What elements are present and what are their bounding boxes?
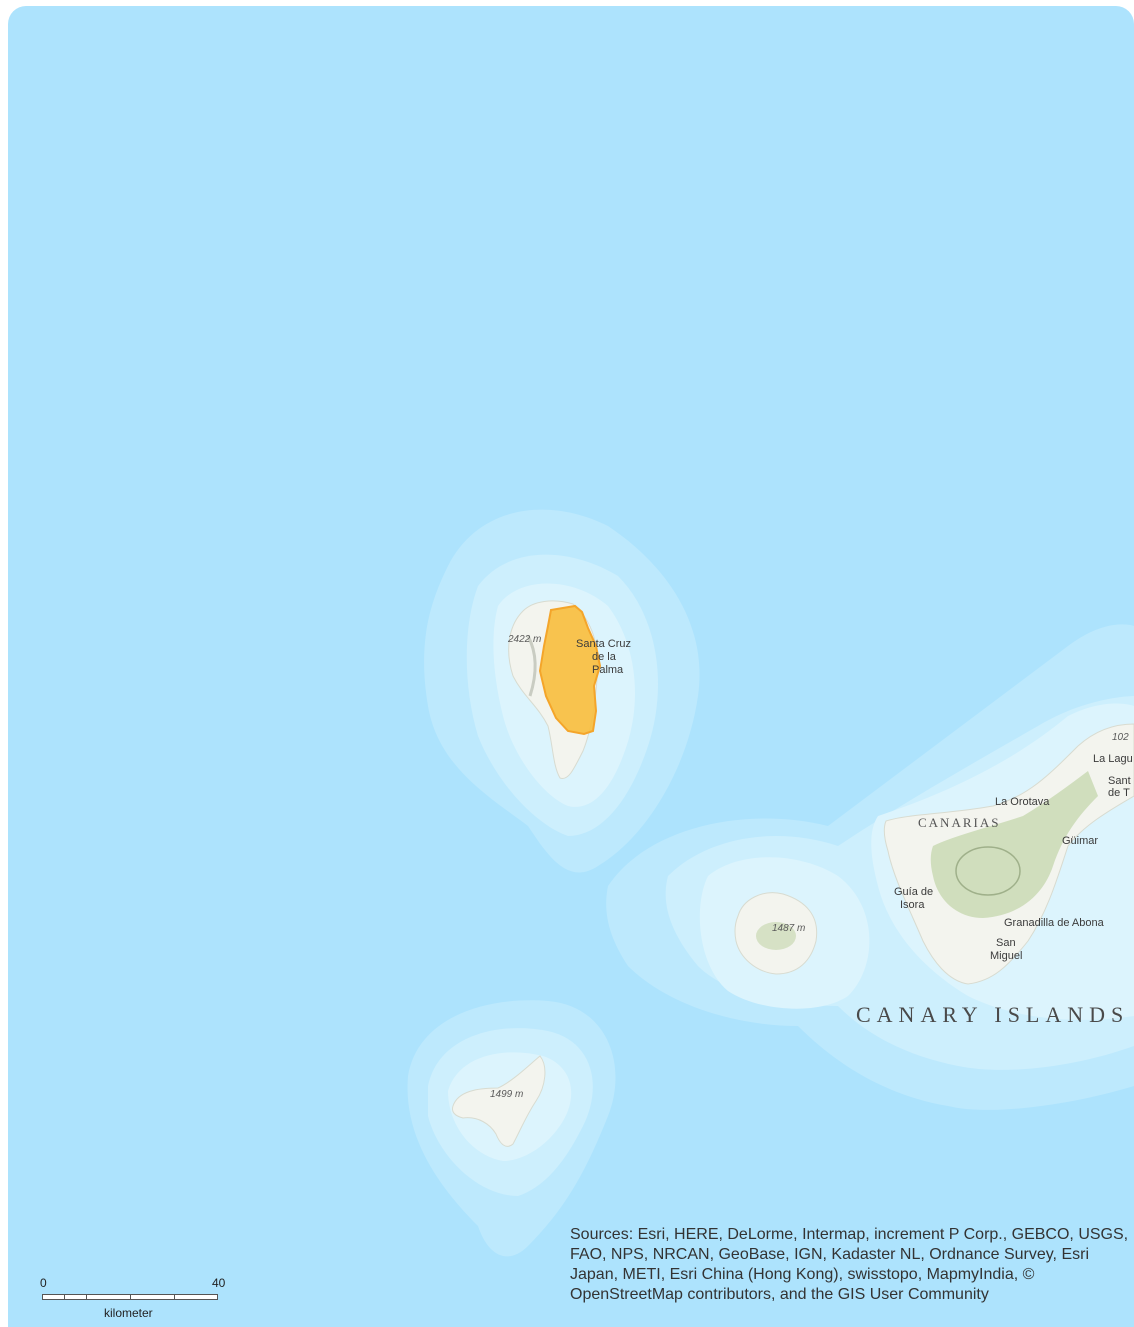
label-la-laguna: La Lagu xyxy=(1093,753,1133,765)
label-santa-cruz-tf-line1: Sant xyxy=(1108,775,1131,787)
label-santa-cruz-tf-line2: de T xyxy=(1108,787,1130,799)
scale-tick xyxy=(174,1294,175,1300)
label-el-hierro-peak: 1499 m xyxy=(490,1089,524,1100)
highlighted-area[interactable] xyxy=(538,604,602,736)
attribution-text: Sources: Esri, HERE, DeLorme, Intermap, … xyxy=(570,1226,1129,1303)
label-santa-cruz-line1: Santa Cruz xyxy=(576,638,632,650)
label-la-palma-peak: 2422 m xyxy=(508,634,542,645)
scale-tick xyxy=(86,1294,87,1300)
teide-forest xyxy=(930,771,1098,918)
label-canary-islands: CANARY ISLANDS xyxy=(856,1002,1130,1027)
teide-caldera xyxy=(955,846,1021,896)
label-canarias: CANARIAS xyxy=(918,815,1001,830)
gomera-forest xyxy=(756,922,796,950)
label-guia-de-isora-line1: Guía de xyxy=(894,886,934,898)
basemap[interactable] xyxy=(8,6,1134,1327)
label-santa-cruz-line2: de la xyxy=(592,651,616,663)
scale-end: 40 xyxy=(212,1276,226,1290)
island-el-hierro xyxy=(452,1055,546,1147)
label-guia-de-isora-line2: Isora xyxy=(900,899,925,911)
label-la-orotava: La Orotava xyxy=(995,796,1050,808)
caldera-shading xyxy=(526,635,537,697)
label-granadilla: Granadilla de Abona xyxy=(1004,917,1104,929)
label-san-miguel-line2: Miguel xyxy=(990,950,1023,962)
scale-unit: kilometer xyxy=(104,1306,153,1320)
label-guimar: Güimar xyxy=(1062,835,1099,847)
scale-bar: 0 40 kilometer xyxy=(40,1276,230,1324)
scale-tick xyxy=(130,1294,131,1300)
map-view[interactable]: 2422 m Santa Cruz de la Palma 1487 m 149… xyxy=(8,6,1134,1327)
label-san-miguel-line1: San xyxy=(996,937,1016,949)
scale-start: 0 xyxy=(40,1276,47,1290)
label-la-gomera-peak: 1487 m xyxy=(772,923,806,934)
label-santa-cruz-line3: Palma xyxy=(592,664,624,676)
label-teide-peak: 102 xyxy=(1112,732,1129,743)
scale-tick xyxy=(64,1294,65,1300)
